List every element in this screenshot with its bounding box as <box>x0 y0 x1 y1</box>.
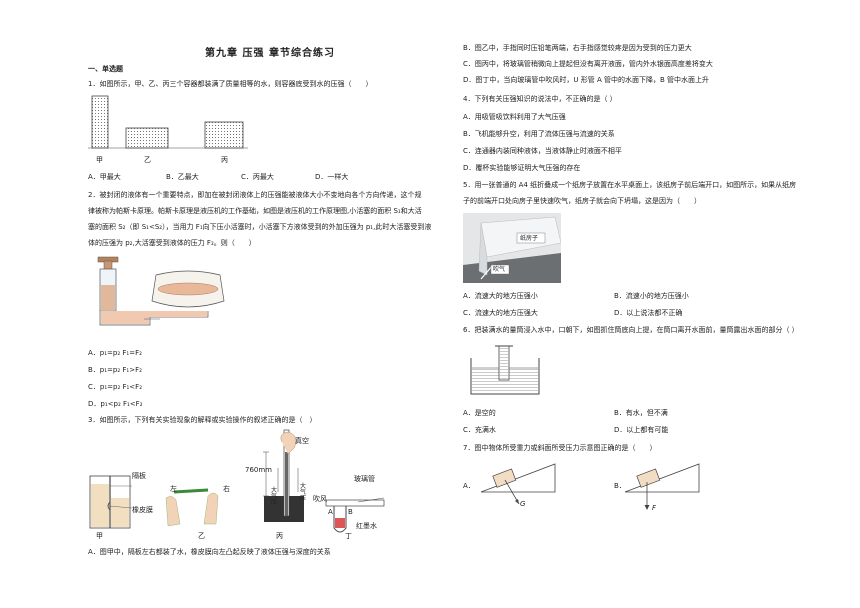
incline-gravity-diagram <box>480 463 556 505</box>
q3-label-blow: 吹风 <box>313 495 327 503</box>
question-5-line-1: 5．用一张普通的 A4 纸折叠成一个纸房子放置在水平桌面上，该纸房子前后端开口，… <box>463 181 797 189</box>
q3-label-membrane: 橡皮膜 <box>132 506 153 514</box>
q1-figure <box>88 94 248 156</box>
inverted-cylinder-diagram <box>470 345 540 395</box>
q6-figure <box>469 344 541 396</box>
label-yi: 乙 <box>144 156 151 164</box>
question-4-stem: 4．下列有关压强知识的说法中，不正确的是（ ） <box>463 95 617 103</box>
q7-figure-b <box>623 460 703 520</box>
three-containers-diagram <box>88 95 248 149</box>
q3-option-d: D．图丁中，当向玻璃管中吹风时，U 形管 A 管中的水面下降，B 管中水面上升 <box>463 76 710 84</box>
q6-option-b: B．有水，但不满 <box>614 409 668 417</box>
section-heading: 一、单选题 <box>88 65 123 73</box>
question-2-line-4: 体的压强为 p₂,大活塞受到液体的压力 F₂。则（ ） <box>88 239 256 247</box>
question-2-line-2: 律被称为帕斯卡原理。帕斯卡原理是液压机的工作基础，如图是液压机的工作原理图,小活… <box>88 207 422 215</box>
paper-house-photo <box>463 213 561 283</box>
q2-option-c: C．p₁=p₂ F₁<F₂ <box>88 383 143 391</box>
q6-option-a: A．是空的 <box>463 409 496 417</box>
q7-option-a: A． <box>463 482 475 490</box>
container-bing <box>204 121 244 149</box>
q3-option-b: B．图乙中，手指同时压铅笔两端，右手指感觉较疼是因为受到的压力更大 <box>463 44 692 52</box>
q3-label-red-water: 红墨水 <box>356 522 377 530</box>
q3-label-a: A <box>328 508 333 516</box>
q1-option-a: A．甲最大 <box>88 173 121 181</box>
q5-option-d: D．以上说法都不正确 <box>614 309 683 317</box>
q5-option-a: A．流速大的地方压强小 <box>463 292 538 300</box>
question-5-line-2: 子的前端开口处向房子里快速吹气，纸房子就会向下坍塌，这是因为（ ） <box>463 197 701 205</box>
q6-option-c: C．充满水 <box>463 426 496 434</box>
q4-option-b: B．飞机能够升空，利用了流体压强与流速的关系 <box>463 130 615 138</box>
q2-option-b: B．p₁=p₂ F₁>F₂ <box>88 366 142 374</box>
q7-option-b: B． <box>614 482 626 490</box>
q3-label-vacuum: 真空 <box>295 437 309 445</box>
q3-label-partition: 隔板 <box>132 472 146 480</box>
q7-figure-a <box>479 460 559 520</box>
label-jia: 甲 <box>96 156 103 164</box>
four-experiments-diagram <box>89 429 385 533</box>
q3-figure <box>88 428 418 540</box>
q5-option-c: C．流速大的地方压强大 <box>463 309 538 317</box>
q2-option-d: D．p₁<p₂ F₁<F₂ <box>88 400 143 408</box>
paper-house-illustration <box>463 213 561 283</box>
q2-option-a: A．p₁=p₂ F₁=F₂ <box>88 349 142 357</box>
q3-label-left: 左 <box>170 485 177 493</box>
q3-label-atm-right: 大气压 <box>300 483 307 502</box>
q4-option-c: C．连通器内装同种液体，当液体静止时液面不相平 <box>463 147 622 155</box>
q3-label-glass-tube: 玻璃管 <box>354 475 375 483</box>
q4-option-d: D．覆杯实验能够证明大气压强的存在 <box>463 164 581 172</box>
q1-option-d: D．一样大 <box>315 173 349 181</box>
q1-option-b: B．乙最大 <box>166 173 199 181</box>
q3-label-b: B <box>348 508 353 516</box>
question-6-stem: 6．把装满水的量筒浸入水中，口朝下，如图抓住筒底向上提，在筒口离开水面前，量筒露… <box>463 326 799 334</box>
question-1-stem: 1．如图所示，甲、乙、丙三个容器都装满了质量相等的水，则容器底受到水的压强（ ） <box>88 80 373 88</box>
q2-figure <box>88 255 248 335</box>
label-bing: 丙 <box>221 156 228 164</box>
question-2-line-1: 2．被封闭的液体有一个重要特点，即加在被封闭液体上的压强能被液体大小不变地向各个… <box>88 191 422 199</box>
q7-label-f: F <box>652 504 657 512</box>
container-jia <box>91 95 109 149</box>
q1-option-c: C．丙最大 <box>241 173 274 181</box>
q3-option-a: A．图甲中，隔板左右都装了水，橡皮膜向左凸起反映了液体压强与深度的关系 <box>88 548 331 556</box>
container-yi <box>125 127 169 149</box>
question-2-line-3: 塞的面积 S₂（即 S₁<S₂），当用力 F₁向下压小活塞时，小活塞下方液体受到… <box>88 223 432 231</box>
q3-label-760mm: 760mm <box>245 466 272 474</box>
q3-label-bing: 丙 <box>276 532 283 540</box>
q3-label-right: 右 <box>223 485 230 493</box>
question-7-stem: 7．图中物体所受重力或斜面所受压力示意图正确的是（ ） <box>463 444 657 452</box>
page-title: 第九章 压强 章节综合练习 <box>205 48 335 59</box>
q7-label-g: G <box>520 500 526 508</box>
q3-option-c: C．图丙中，将玻璃管稍微向上提起但没有离开液面，管内外水银面高度差将变大 <box>463 60 713 68</box>
q6-option-d: D．以上都有可能 <box>614 426 669 434</box>
photo-label-house: 纸房子 <box>520 235 539 242</box>
q5-option-b: B．流速小的地方压强小 <box>614 292 689 300</box>
q3-label-atm-left: 大气压 <box>271 487 278 506</box>
question-3-stem: 3．如图所示，下列有关实验现象的解释或实验操作的叙述正确的是（ ） <box>88 416 317 424</box>
q3-label-ding: 丁 <box>345 532 352 540</box>
q4-option-a: A．用吸管吸饮料利用了大气压强 <box>463 113 566 121</box>
q3-label-jia: 甲 <box>96 532 103 540</box>
photo-label-blow: 吹气 <box>493 266 506 273</box>
q3-label-yi: 乙 <box>198 532 205 540</box>
hydraulic-press-diagram <box>97 256 225 326</box>
incline-pressure-diagram <box>624 463 700 510</box>
